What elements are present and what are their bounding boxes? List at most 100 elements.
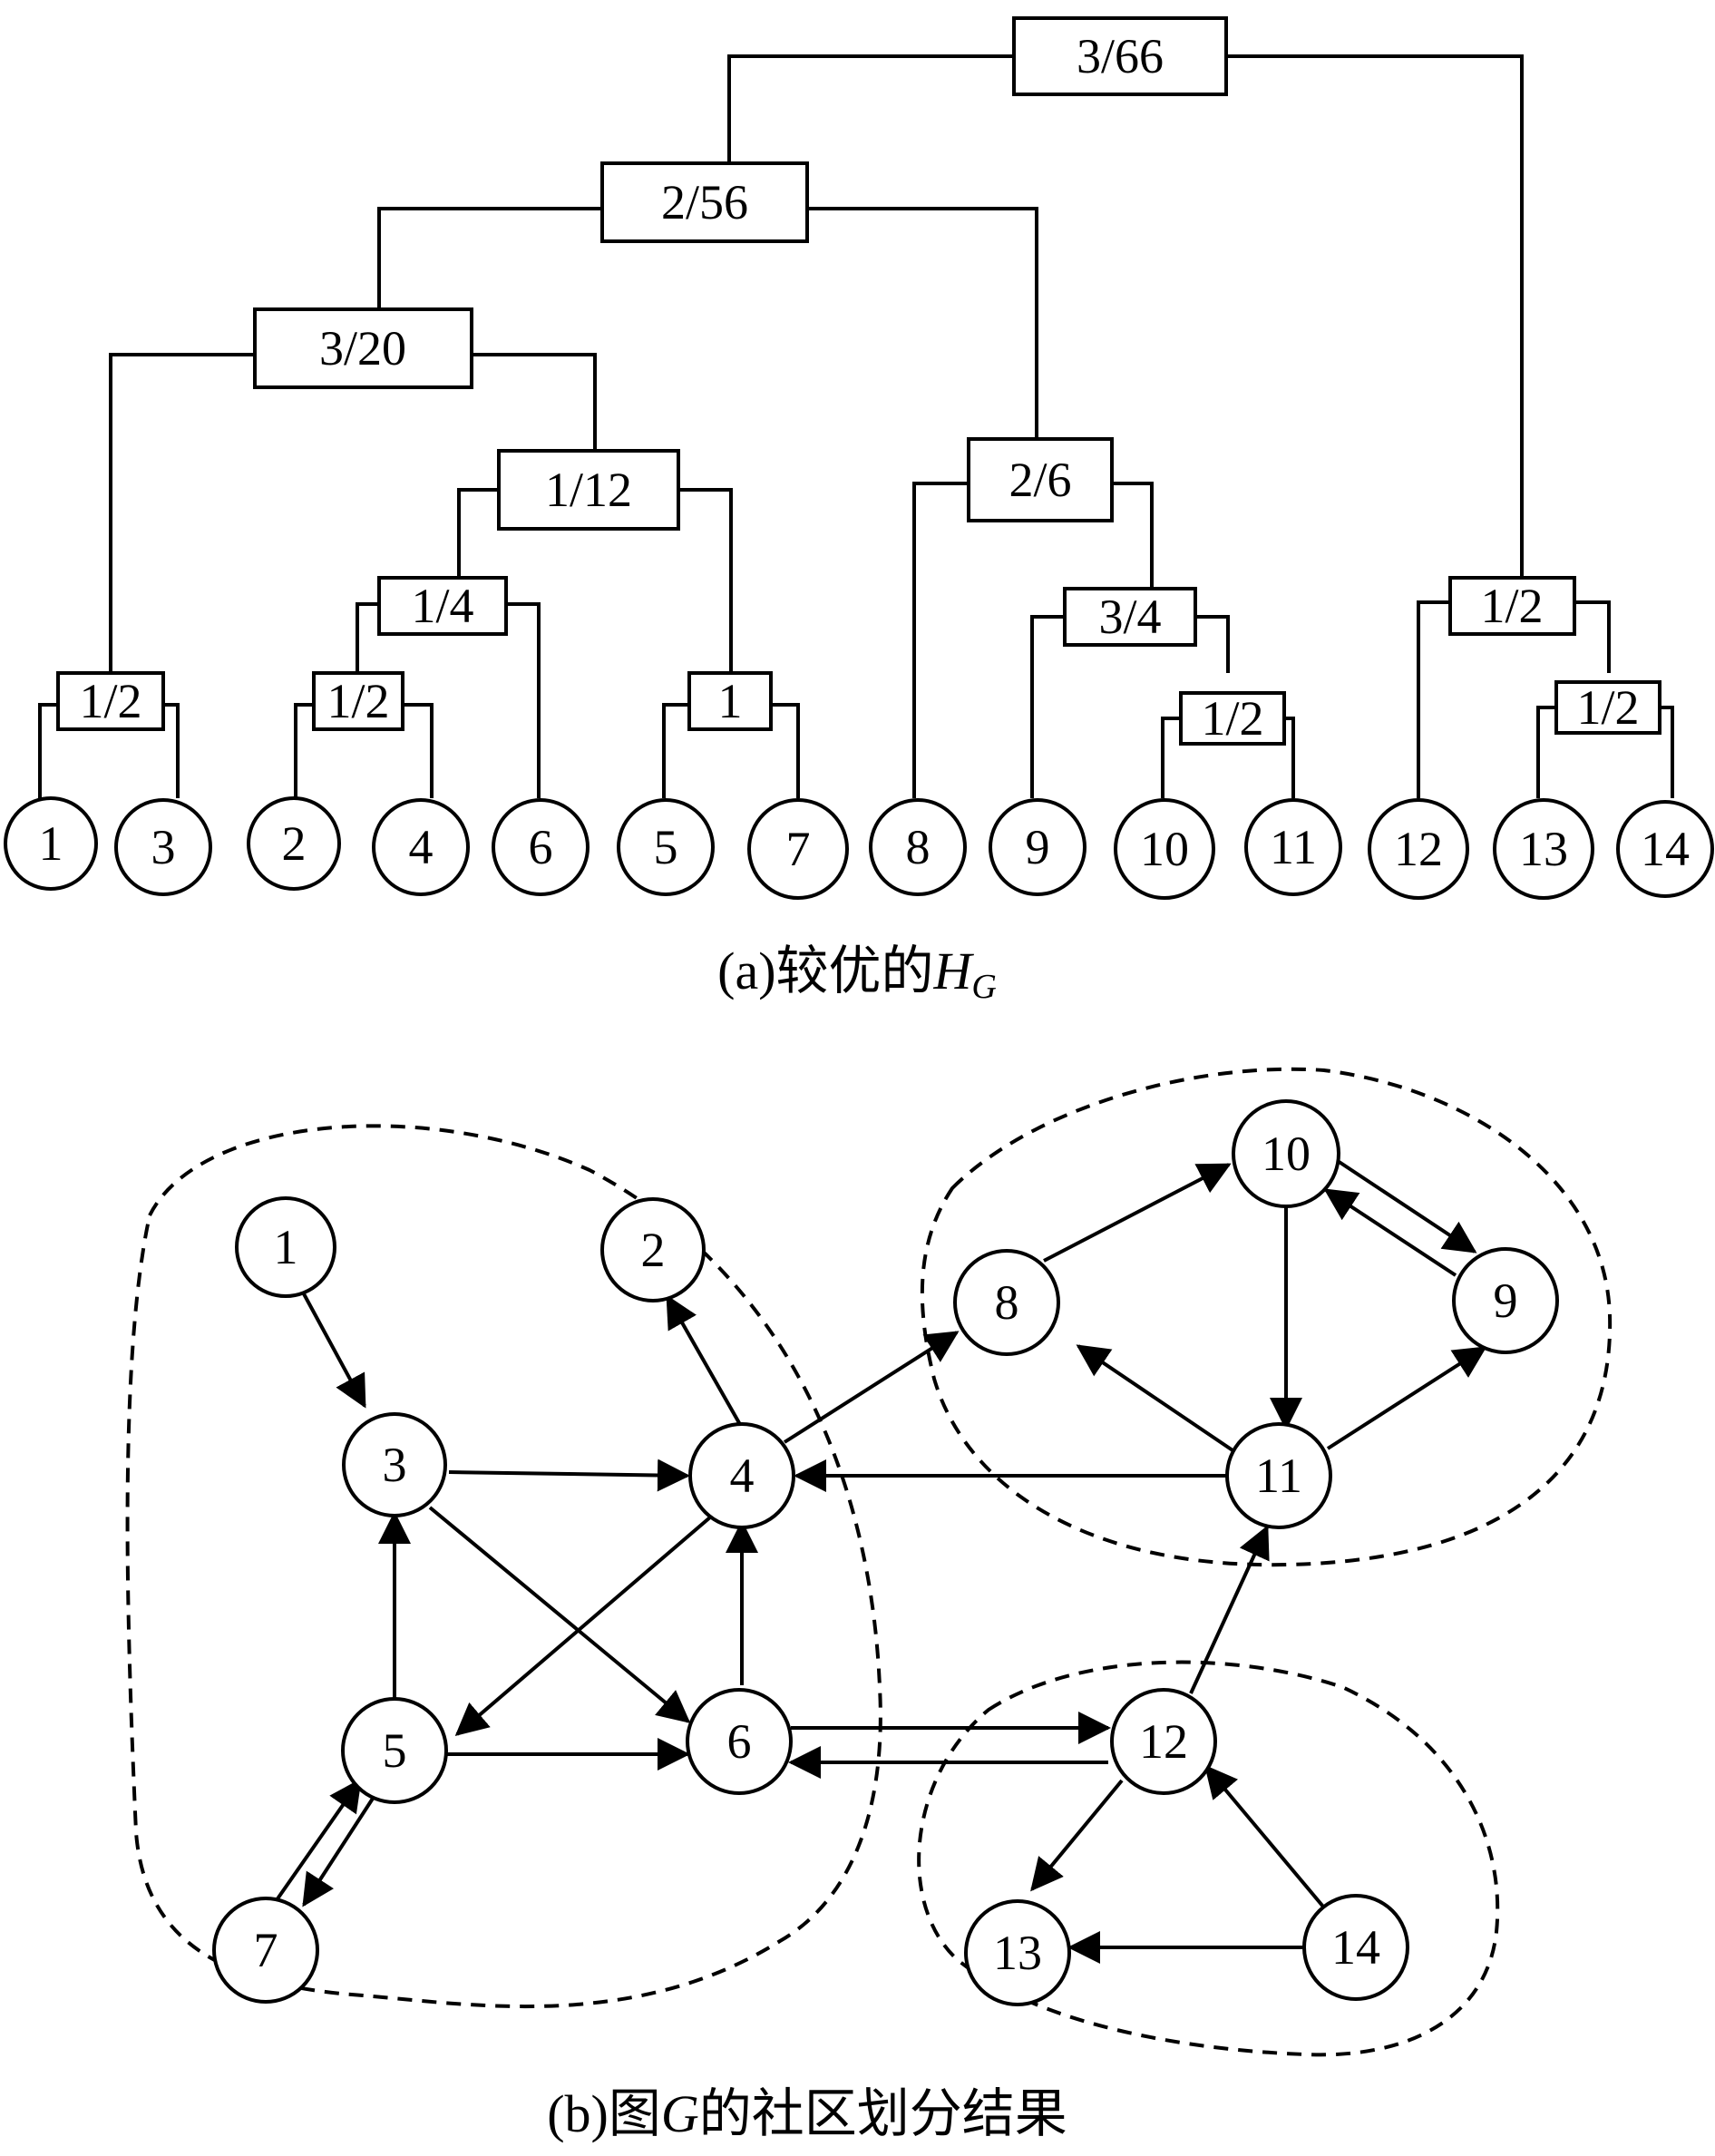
graph-node-circle <box>212 1897 319 2004</box>
tree-node-label: 1/2 <box>1480 579 1543 633</box>
graph-node-circle <box>341 1697 448 1804</box>
tree-node-label: 2/56 <box>661 175 748 229</box>
graph-node-circle <box>964 1899 1071 2006</box>
tree-leaf-label: 6 <box>529 820 553 874</box>
tree-node-label: 3/20 <box>319 321 406 376</box>
tree-leaf-label: 5 <box>654 820 678 874</box>
tree-node-box <box>967 437 1114 522</box>
tree-node-box <box>253 307 473 389</box>
edge-5-7 <box>302 1787 381 1907</box>
tree-leaf-circle <box>492 798 590 896</box>
tree-node-label: 1/2 <box>1201 691 1263 746</box>
tree-node-box <box>1179 691 1286 746</box>
graph-node-circle <box>953 1249 1060 1356</box>
community-boundary <box>920 1067 1613 1567</box>
graph-node-circle <box>686 1688 793 1795</box>
tree-node-box <box>1554 680 1661 735</box>
tree-node-box <box>1012 16 1228 96</box>
tree-leaf-label: 2 <box>282 816 307 871</box>
edge-10-9 <box>1330 1156 1477 1254</box>
tree-leaf-label: 14 <box>1641 822 1690 876</box>
community-boundaries <box>125 1067 1613 2057</box>
tree-leaf-circle <box>869 798 967 896</box>
edge-12-13 <box>1030 1779 1124 1892</box>
tree-leaf-circle <box>247 796 341 891</box>
tree-node-box <box>312 671 404 731</box>
edge-4-8 <box>783 1331 960 1444</box>
graph-caption: (b)图G的社区划分结果 <box>547 2084 1067 2143</box>
tree-leaf-label: 12 <box>1394 822 1443 876</box>
tree-leaf-label: 8 <box>906 820 931 874</box>
graph-node-circle <box>235 1196 336 1298</box>
tree-node-label: 1/2 <box>326 674 389 728</box>
tree-node-box <box>687 671 773 731</box>
tree-leaf-circle <box>1493 798 1594 900</box>
edge-11-9 <box>1326 1346 1487 1450</box>
edge-9-10 <box>1323 1188 1457 1277</box>
tree-node-box <box>1448 576 1576 636</box>
graph-caption-var: G <box>661 2084 699 2143</box>
tree-node-label: 1/2 <box>1576 680 1639 735</box>
graph-nodes: 1 2 3 4 5 6 7 8 9 10 11 12 13 <box>212 1099 1559 2006</box>
community-boundary <box>917 1660 1500 2057</box>
tree-leaf-label: 10 <box>1140 822 1189 876</box>
graph-node-label: 2 <box>641 1223 666 1277</box>
graph-node-label: 7 <box>254 1923 278 1977</box>
edge-11-8 <box>1076 1344 1242 1458</box>
tree-leaf-circle <box>1616 800 1714 898</box>
tree-node-box <box>600 161 809 243</box>
graph-edges <box>270 1156 1487 1964</box>
tree-caption-prefix: (a)较优的 <box>717 941 933 1000</box>
tree-leaf-circle <box>1114 798 1215 900</box>
tree-leaf-circle <box>372 798 470 896</box>
tree-leaf-label: 7 <box>786 822 811 876</box>
tree-node-label: 3/4 <box>1098 590 1161 644</box>
tree-node-label: 1 <box>718 674 743 728</box>
tree-leaf-label: 11 <box>1270 820 1317 874</box>
tree-node-label: 3/66 <box>1077 29 1164 83</box>
edge-7-5 <box>270 1778 362 1908</box>
graph-node-circle <box>342 1412 447 1517</box>
tree-leaf-label: 9 <box>1026 820 1050 874</box>
edge-12-11 <box>1189 1525 1270 1694</box>
tree-leaf-circle <box>989 798 1086 896</box>
graph-node-label: 1 <box>274 1220 298 1274</box>
graph-node-circle <box>1302 1894 1409 2001</box>
tree-leaf-label: 3 <box>151 820 176 874</box>
tree-node-label: 2/6 <box>1009 453 1071 507</box>
edge-1-3 <box>299 1288 366 1409</box>
tree-node-box <box>56 671 165 731</box>
graph-node-label: 13 <box>993 1926 1042 1980</box>
tree-leaf-circle <box>1368 798 1469 900</box>
tree-leaf-circle <box>1244 798 1342 896</box>
tree-node-box <box>497 449 680 531</box>
graph-node-circle <box>1225 1422 1332 1529</box>
graph-node-label: 10 <box>1262 1127 1311 1181</box>
graph-node-circle <box>600 1197 706 1302</box>
tree-connectors <box>38 54 1674 798</box>
graph-node-circle <box>688 1422 795 1529</box>
graph-node-label: 11 <box>1255 1449 1302 1503</box>
edge-3-6 <box>428 1506 691 1723</box>
tree-internal-nodes: 3/66 2/56 3/20 1/12 1/4 1/2 1/2 1 2/6 3/… <box>56 16 1661 746</box>
graph-node-label: 4 <box>730 1449 755 1503</box>
tree-leaf-label: 13 <box>1519 822 1568 876</box>
graph-node-label: 3 <box>383 1438 407 1492</box>
tree-leaf-circle <box>114 798 212 896</box>
graph-node-label: 5 <box>383 1723 407 1778</box>
tree-node-label: 1/12 <box>545 463 632 517</box>
edge-3-4 <box>448 1458 690 1492</box>
tree-leaf-circle <box>617 798 715 896</box>
tree-caption-var: H <box>933 941 975 1000</box>
graph-node-circle <box>1232 1099 1340 1208</box>
tree-node-label: 1/4 <box>411 579 473 633</box>
tree-leaf-label: 1 <box>39 816 63 871</box>
graph-node-circle <box>1110 1688 1217 1795</box>
graph-node-label: 9 <box>1494 1273 1518 1328</box>
tree-node-box <box>1063 587 1197 647</box>
tree-node-label: 1/2 <box>79 674 141 728</box>
graph-node-label: 6 <box>727 1714 752 1769</box>
tree-caption: (a)较优的HG <box>717 941 997 1006</box>
tree-leaf-circle <box>747 798 849 900</box>
